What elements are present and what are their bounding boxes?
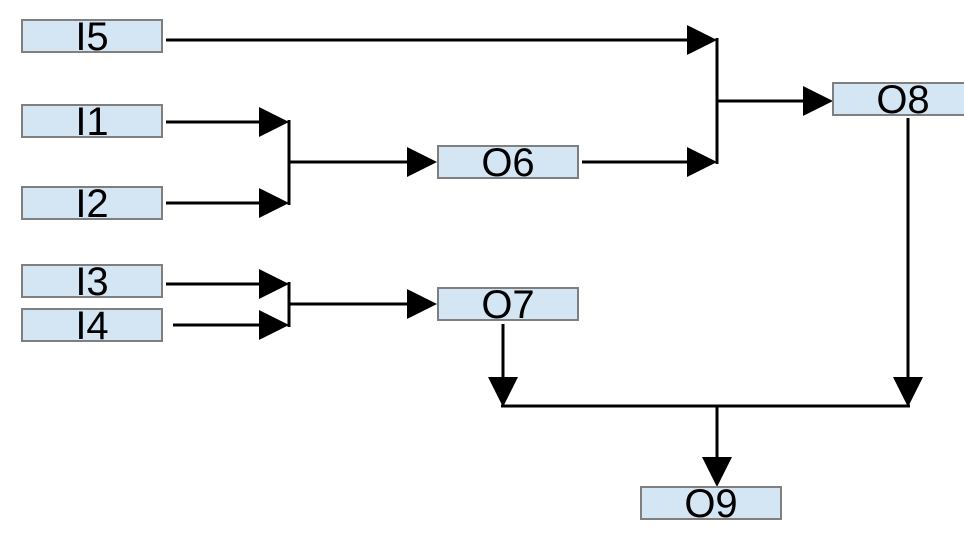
- node-o9: O9: [640, 484, 782, 524]
- node-o7: O7: [437, 285, 579, 325]
- node-i2: I2: [21, 184, 163, 224]
- node-i4: I4: [21, 306, 163, 346]
- node-i5: I5: [21, 17, 163, 57]
- node-o6: O6: [437, 143, 579, 183]
- node-i3: I3: [21, 262, 163, 302]
- node-i1: I1: [21, 102, 163, 142]
- node-o8: O8: [832, 80, 964, 120]
